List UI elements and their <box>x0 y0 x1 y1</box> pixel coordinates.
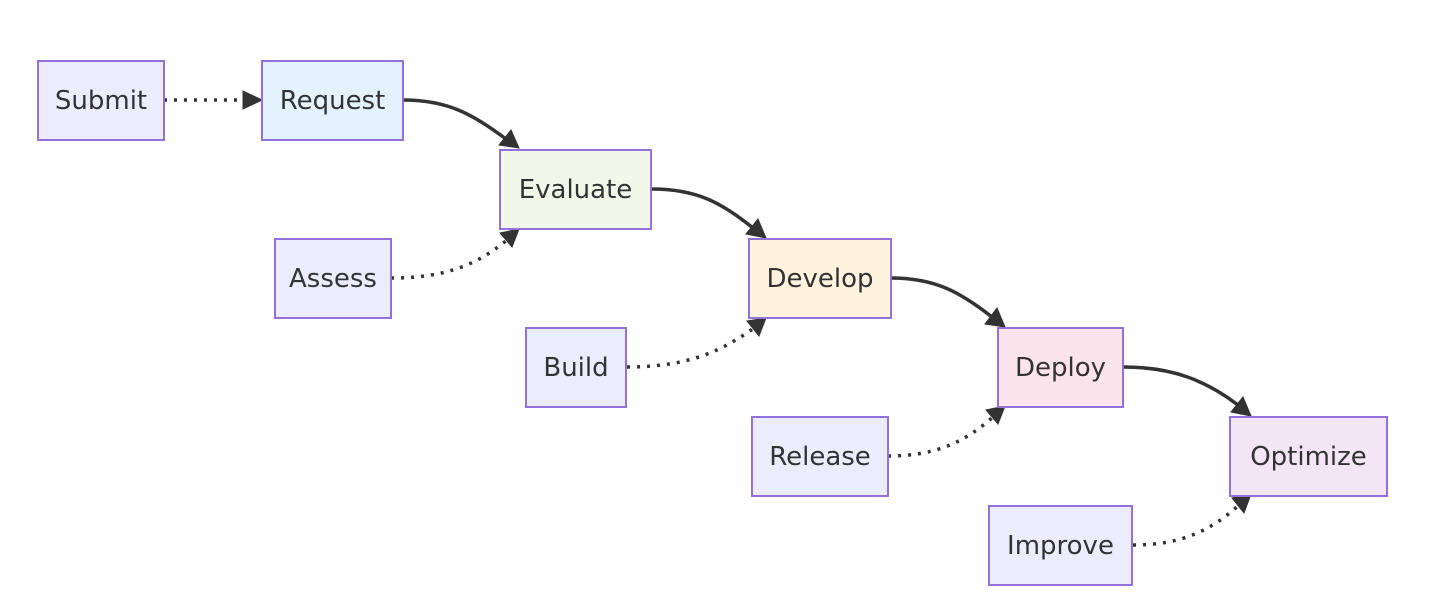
node-release[interactable]: Release <box>751 416 889 497</box>
node-submit[interactable]: Submit <box>37 60 165 141</box>
edge-evaluate-develop <box>651 187 755 230</box>
edge-release-deploy <box>887 415 995 458</box>
edge-assess-evaluate-arrowhead <box>499 228 520 248</box>
edge-deploy-optimize <box>1122 365 1240 407</box>
edge-develop-deploy <box>890 276 994 319</box>
edge-build-develop-arrowhead <box>746 317 767 337</box>
edge-improve-optimize <box>1132 504 1240 547</box>
edge-release-deploy-arrowhead <box>985 405 1006 425</box>
edge-build-develop <box>626 326 756 369</box>
node-assess[interactable]: Assess <box>274 238 392 319</box>
edge-evaluate-develop-arrowhead <box>745 218 767 239</box>
edge-assess-evaluate <box>390 238 509 280</box>
node-deploy[interactable]: Deploy <box>997 327 1124 408</box>
edge-submit-request-arrowhead <box>242 90 264 110</box>
node-evaluate[interactable]: Evaluate <box>499 149 652 230</box>
node-improve[interactable]: Improve <box>988 505 1133 586</box>
node-build[interactable]: Build <box>525 327 627 408</box>
edge-deploy-optimize-arrowhead <box>1230 396 1252 417</box>
node-develop[interactable]: Develop <box>748 238 892 319</box>
edge-develop-deploy-arrowhead <box>984 307 1006 328</box>
edge-request-evaluate-arrowhead <box>498 129 520 149</box>
node-optimize[interactable]: Optimize <box>1229 416 1388 497</box>
node-request[interactable]: Request <box>261 60 404 141</box>
edge-request-evaluate <box>402 98 508 141</box>
